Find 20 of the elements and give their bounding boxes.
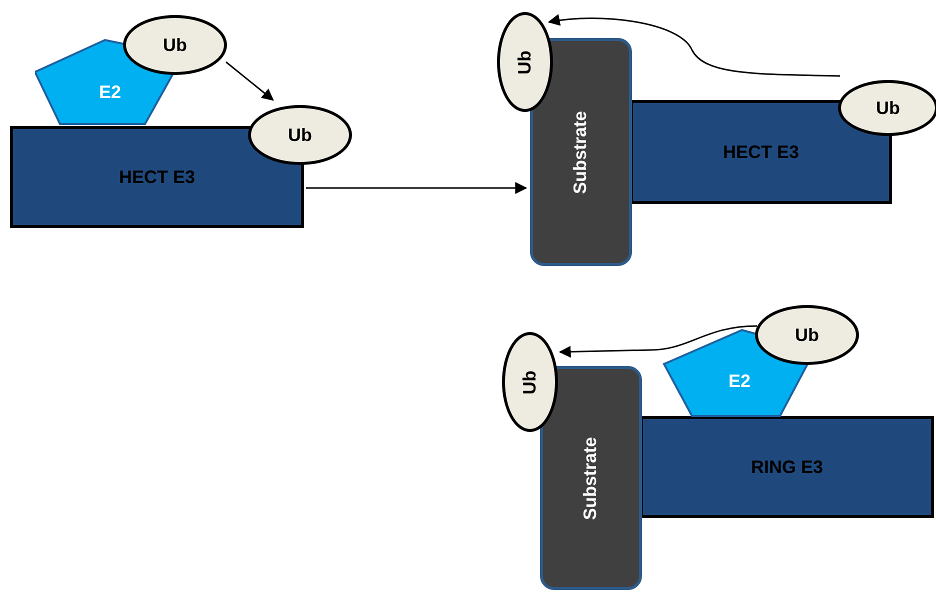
node-label: Ub xyxy=(163,34,187,56)
enzyme-block xyxy=(640,416,934,518)
arrow xyxy=(226,61,274,101)
node-label: Ub xyxy=(795,324,819,346)
node-label: E2 xyxy=(98,82,122,102)
node-label: Substrate xyxy=(580,436,602,520)
node-label: Substrate xyxy=(570,110,592,194)
node-label: Ub xyxy=(514,50,536,74)
substrate-block xyxy=(540,366,642,590)
arrow xyxy=(558,325,758,358)
node-label: HECT E3 xyxy=(118,166,196,188)
arrow xyxy=(306,182,528,194)
node-label: Ub xyxy=(520,370,540,394)
node-label: HECT E3 xyxy=(722,142,800,162)
substrate-block xyxy=(530,38,632,266)
node-label: E2 xyxy=(728,370,751,392)
node-label: Ub xyxy=(288,124,312,146)
node-label: RING E3 xyxy=(750,456,824,478)
arrow xyxy=(548,14,840,77)
node-label: Ub xyxy=(876,98,900,118)
